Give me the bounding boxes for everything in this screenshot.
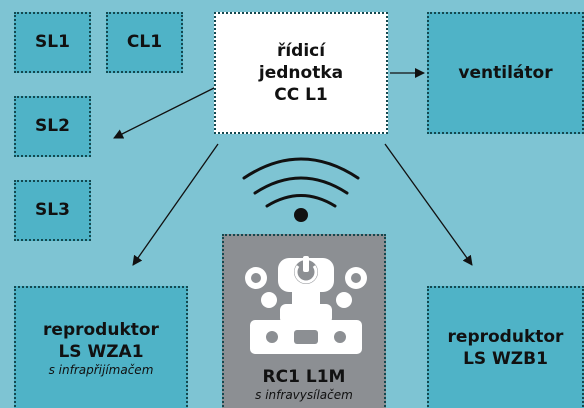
arrow-to-speaker-b	[384, 143, 473, 266]
ventilator-box: ventilátor	[427, 12, 584, 134]
robot-remote-icon	[245, 256, 367, 354]
wireless-signal-icon	[242, 157, 360, 222]
speaker-a-line1: reproduktor	[43, 319, 159, 340]
arrow-to-sl2	[113, 86, 217, 139]
control-unit-line1: řídicí	[276, 41, 326, 61]
remote-label: RC1 L1M	[262, 367, 346, 387]
speaker-b-line1: reproduktor	[447, 327, 564, 347]
sl2-label: SL2	[35, 116, 70, 136]
arrow-to-speaker-a	[132, 143, 219, 266]
sl1-box: SL1	[14, 12, 91, 73]
remote-box: RC1 L1M s infravysílačem	[222, 234, 386, 408]
sl3-label: SL3	[35, 200, 70, 220]
control-unit-line2: jednotka	[258, 63, 344, 83]
speaker-a-sub: s infrapřijímačem	[48, 362, 154, 377]
ventilator-label: ventilátor	[458, 62, 553, 83]
speaker-a-line2: LS WZA1	[58, 341, 144, 362]
sl3-box: SL3	[14, 180, 91, 241]
sl1-label: SL1	[35, 32, 70, 52]
control-unit-line3: CC L1	[274, 85, 328, 105]
speaker-b-box: reproduktor LS WZB1	[427, 286, 584, 408]
cl1-box: CL1	[106, 12, 183, 73]
control-unit-box: řídicí jednotka CC L1	[214, 12, 388, 134]
sl2-box: SL2	[14, 96, 91, 157]
remote-sub: s infravysílačem	[255, 388, 353, 402]
speaker-b-line2: LS WZB1	[463, 349, 548, 369]
speaker-a-box: reproduktor LS WZA1 s infrapřijímačem	[14, 286, 188, 408]
cl1-label: CL1	[126, 32, 163, 52]
